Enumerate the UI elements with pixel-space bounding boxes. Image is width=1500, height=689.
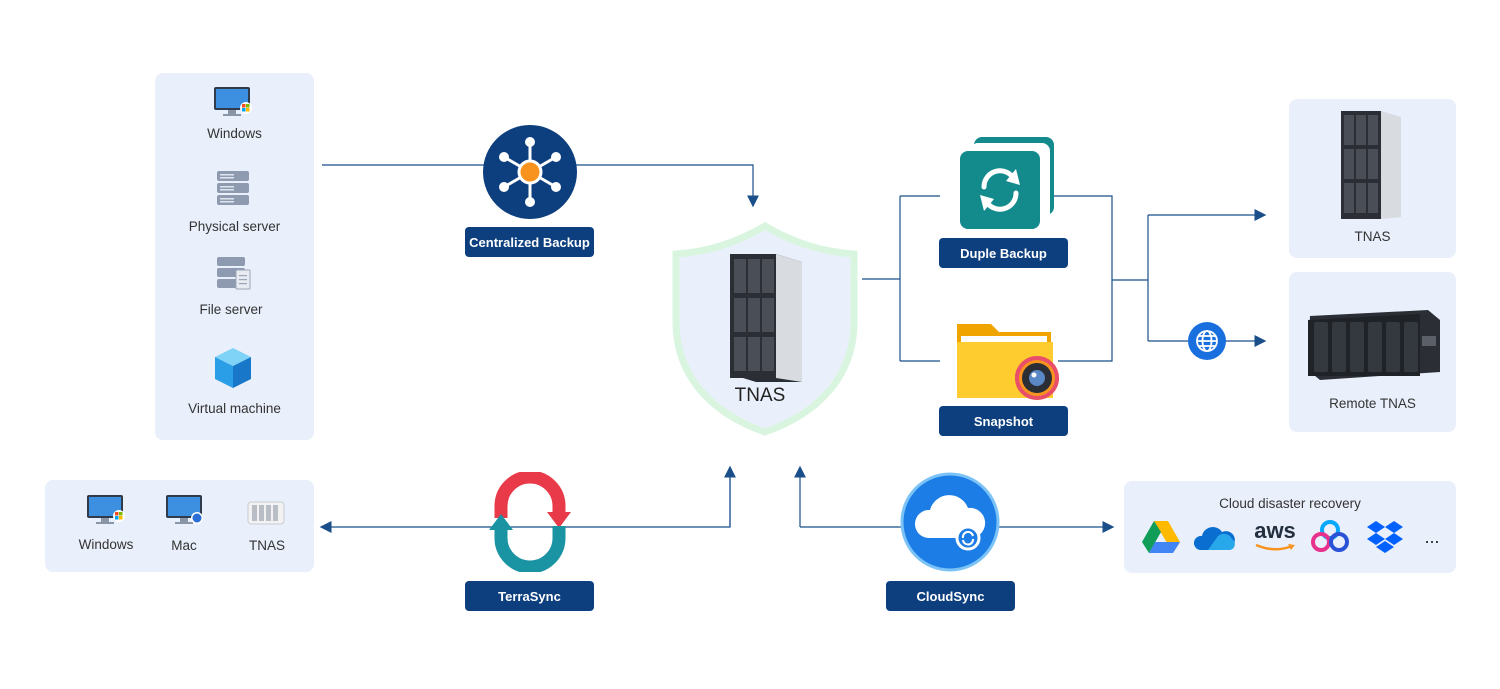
source-file-server-label: File server <box>199 302 263 317</box>
cloud-disaster-recovery-title: Cloud disaster recovery <box>1219 496 1361 511</box>
centralized-backup-badge: Centralized Backup <box>465 227 594 257</box>
duple-backup-badge: Duple Backup <box>939 238 1068 268</box>
globe-icon <box>1187 321 1227 366</box>
sync-tnas-label: TNAS <box>248 538 285 553</box>
virtual-machine-icon <box>213 346 253 395</box>
more-providers-ellipsis: ... <box>1424 527 1440 547</box>
windows-monitor-icon <box>213 86 253 123</box>
tnas-small-icon <box>247 500 285 531</box>
remote-tnas-icon <box>1304 306 1442 387</box>
google-drive-icon <box>1141 519 1181 560</box>
snapshot-badge: Snapshot <box>939 406 1068 436</box>
terrasync-badge: TerraSync <box>465 581 594 611</box>
baidu-netdisk-icon <box>1311 519 1349 558</box>
onedrive-icon <box>1193 524 1236 557</box>
file-server-icon <box>216 256 252 297</box>
source-virtual-machine-label: Virtual machine <box>188 401 281 416</box>
sync-mac-label: Mac <box>171 538 197 553</box>
windows-monitor-icon <box>86 494 126 531</box>
tnas-tower-icon <box>1339 109 1405 226</box>
physical-server-icon <box>216 170 250 211</box>
cloudsync-icon <box>900 472 1000 577</box>
snapshot-folder-icon <box>955 318 1063 409</box>
source-physical-server-label: Physical server <box>188 219 281 234</box>
target-remote-tnas-label: Remote TNAS <box>1329 396 1416 411</box>
shield-tnas-icon <box>672 221 858 441</box>
terrasync-icon <box>487 470 573 577</box>
mac-monitor-icon <box>165 494 205 533</box>
aws-logo: aws <box>1250 519 1300 555</box>
sync-windows-label: Windows <box>78 537 134 552</box>
aws-text: aws <box>1254 518 1296 543</box>
cloudsync-badge: CloudSync <box>886 581 1015 611</box>
target-tnas-label: TNAS <box>1354 229 1391 244</box>
duple-backup-icon <box>958 135 1058 236</box>
source-windows-label: Windows <box>207 126 262 141</box>
centralized-backup-icon <box>482 124 578 225</box>
dropbox-icon <box>1366 519 1404 560</box>
center-tnas-label: TNAS <box>734 385 786 406</box>
